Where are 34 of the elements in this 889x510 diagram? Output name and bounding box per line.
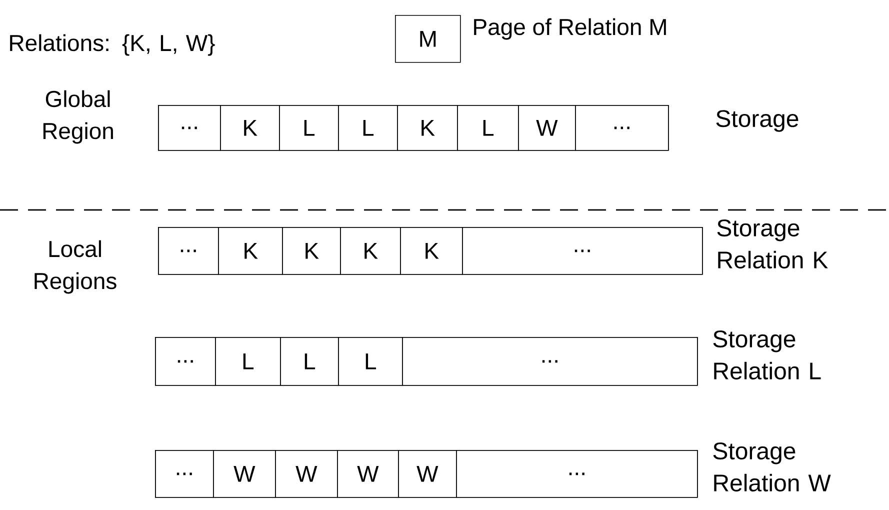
page-cell: L xyxy=(215,337,281,386)
storage-label: Storage Relation K xyxy=(717,220,828,268)
region-label: Global Region xyxy=(43,90,113,144)
page-cell: ... xyxy=(575,105,669,151)
page-cell: ... xyxy=(462,226,703,275)
region-label: Relations: {K, L, W} xyxy=(10,34,215,56)
page-cell: ... xyxy=(158,105,221,151)
region-label: Local Regions xyxy=(34,240,116,294)
page-cell: L xyxy=(279,105,339,151)
page-cell: L xyxy=(338,105,398,151)
page-cell: ... xyxy=(456,450,698,498)
storage-label: Storage xyxy=(716,110,798,132)
page-cell: L xyxy=(338,337,403,386)
page-cell: W xyxy=(398,450,457,498)
page-cell: K xyxy=(340,226,401,275)
page-cell: W xyxy=(275,450,338,498)
page-cell: ... xyxy=(158,226,219,275)
page-cell: K xyxy=(220,105,280,151)
page-cell: ... xyxy=(402,337,698,386)
legend-box: M xyxy=(395,15,461,63)
page-cell: W xyxy=(213,450,276,498)
page-cell: W xyxy=(518,105,576,151)
page-cell: ... xyxy=(155,337,216,386)
page-cell: K xyxy=(218,226,283,275)
page-cell: K xyxy=(282,226,341,275)
storage-label: Storage Relation W xyxy=(713,442,831,492)
box-caption: Page of Relation M xyxy=(474,18,666,40)
page-cell: W xyxy=(337,450,399,498)
page-cell: ... xyxy=(155,450,214,498)
page-cell: K xyxy=(400,226,463,275)
storage-label: Storage Relation L xyxy=(713,330,821,380)
page-cell: L xyxy=(280,337,339,386)
page-cell: K xyxy=(397,105,458,151)
page-cell: L xyxy=(457,105,519,151)
